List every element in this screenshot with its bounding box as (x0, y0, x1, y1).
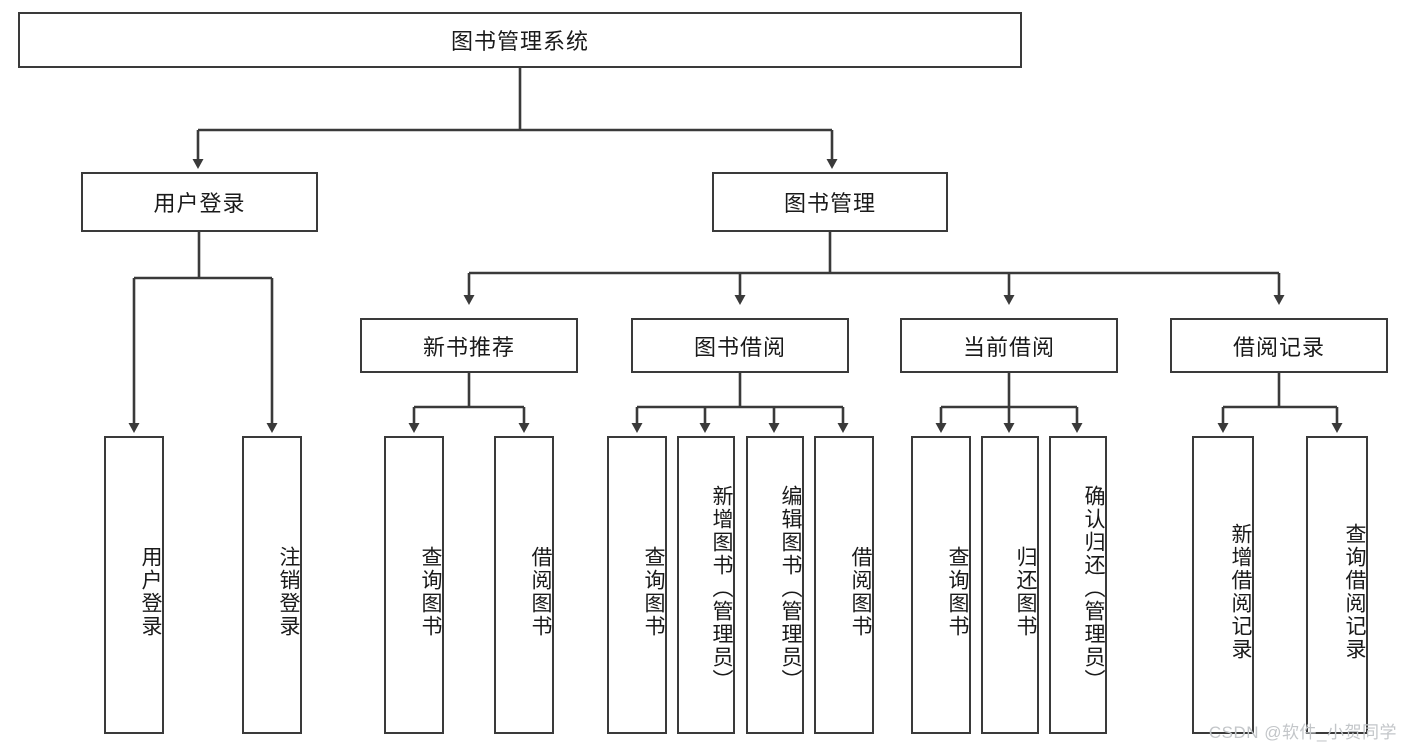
node-level3-new-book-recommend[interactable]: 新书推荐 (360, 318, 578, 373)
node-leaf-user-login[interactable]: 用户登录 (104, 436, 164, 734)
node-leaf-query-borrow-record[interactable]: 查询借阅记录 (1306, 436, 1368, 734)
node-leaf-borrow-book-2[interactable]: 借阅图书 (814, 436, 874, 734)
node-leaf-add-borrow-record[interactable]: 新增借阅记录 (1192, 436, 1254, 734)
node-leaf-borrow-book-1[interactable]: 借阅图书 (494, 436, 554, 734)
node-leaf-confirm-return-admin[interactable]: 确认归还（管理员） (1049, 436, 1107, 734)
node-level3-book-borrow[interactable]: 图书借阅 (631, 318, 849, 373)
node-leaf-query-book-3[interactable]: 查询图书 (911, 436, 971, 734)
node-leaf-query-book-2[interactable]: 查询图书 (607, 436, 667, 734)
node-level3-borrow-record[interactable]: 借阅记录 (1170, 318, 1388, 373)
node-root[interactable]: 图书管理系统 (18, 12, 1022, 68)
node-level3-current-borrow[interactable]: 当前借阅 (900, 318, 1118, 373)
csdn-watermark: CSDN @软件_小贺同学 (1208, 723, 1397, 742)
node-leaf-logout[interactable]: 注销登录 (242, 436, 302, 734)
node-leaf-return-book[interactable]: 归还图书 (981, 436, 1039, 734)
node-level2-user-login[interactable]: 用户登录 (81, 172, 318, 232)
node-leaf-query-book-1[interactable]: 查询图书 (384, 436, 444, 734)
node-level2-book-management[interactable]: 图书管理 (712, 172, 948, 232)
node-leaf-add-book-admin[interactable]: 新增图书（管理员） (677, 436, 735, 734)
node-leaf-edit-book-admin[interactable]: 编辑图书（管理员） (746, 436, 804, 734)
